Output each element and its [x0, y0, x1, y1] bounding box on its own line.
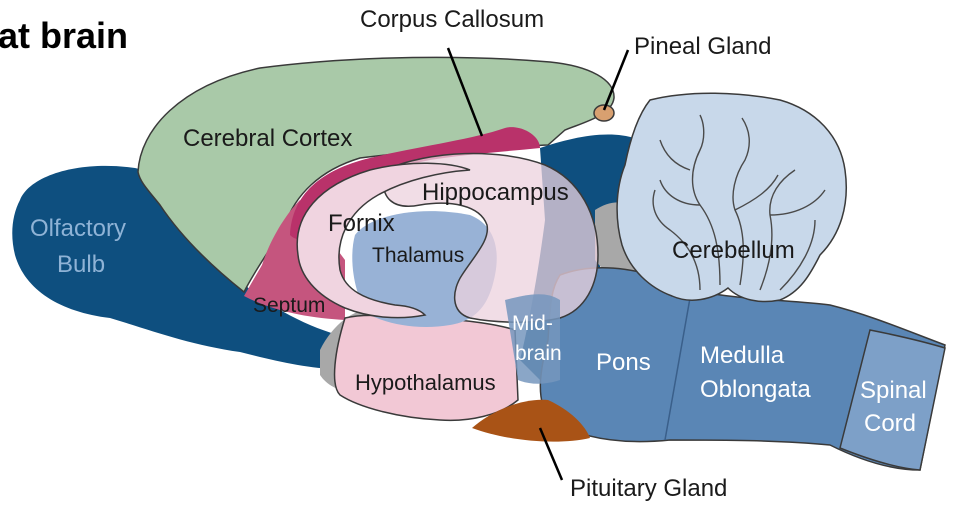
label-olfactory-bulb-line1: Olfactory — [30, 215, 126, 242]
label-medulla-line1: Medulla — [700, 342, 785, 369]
label-corpus-callosum: Corpus Callosum — [360, 6, 544, 33]
label-cerebellum: Cerebellum — [672, 237, 795, 264]
hypothalamus-region — [335, 315, 518, 420]
label-septum: Septum — [253, 294, 325, 317]
label-pons: Pons — [596, 349, 651, 376]
label-pituitary-gland: Pituitary Gland — [570, 475, 727, 502]
cerebellum-region — [617, 93, 846, 301]
label-hippocampus: Hippocampus — [422, 179, 569, 206]
pineal-gland-leader — [604, 50, 628, 110]
label-hypothalamus: Hypothalamus — [355, 370, 496, 395]
label-pineal-gland: Pineal Gland — [634, 33, 771, 60]
label-spinal-cord-line2: Cord — [864, 410, 916, 437]
label-thalamus: Thalamus — [372, 244, 464, 267]
label-midbrain-line1: Mid- — [512, 312, 553, 335]
label-fornix: Fornix — [328, 210, 395, 237]
diagram-title: at brain — [0, 15, 128, 56]
label-midbrain-line2: brain — [515, 342, 562, 365]
label-olfactory-bulb-line2: Bulb — [57, 251, 105, 278]
label-spinal-cord-line1: Spinal — [860, 377, 927, 404]
label-medulla-line2: Oblongata — [700, 376, 811, 403]
label-cerebral-cortex: Cerebral Cortex — [183, 125, 352, 152]
